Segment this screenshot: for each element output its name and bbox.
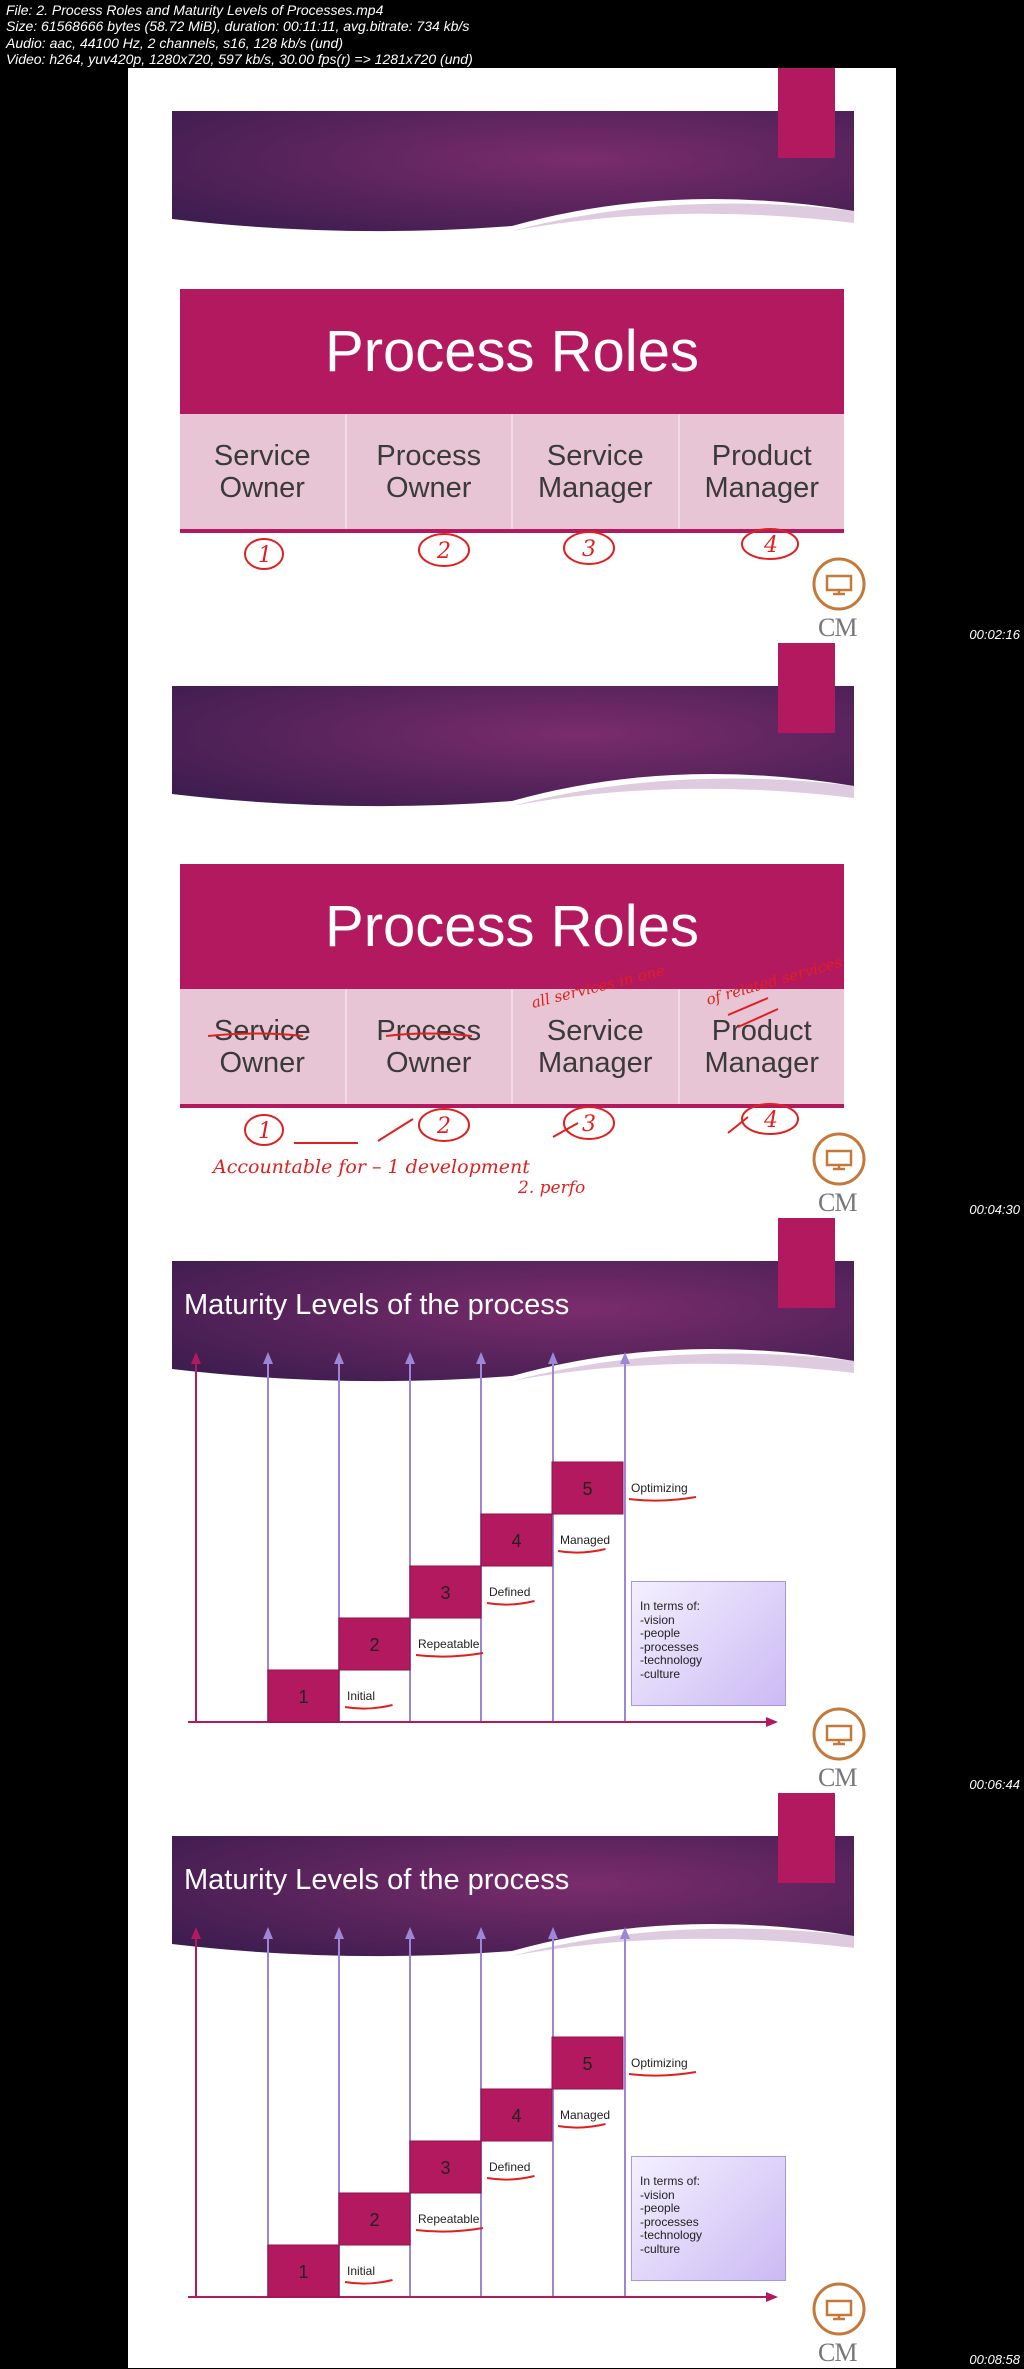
timestamp-1: 00:02:16 [969, 627, 1020, 642]
step-label-initial: Initial [347, 2264, 375, 2278]
slide-title: Process Roles [180, 864, 844, 989]
accent-tab [778, 643, 835, 733]
cm-logo-icon [812, 1132, 866, 1186]
thumbnail-frame-3: Maturity Levels of the process 1 Initial 2… [128, 1218, 896, 1793]
slide-banner [172, 686, 854, 814]
thumbnail-frame-4: Maturity Levels of the process 1 Initial 2… [128, 1793, 896, 2368]
step-number: 2 [369, 2210, 379, 2230]
timestamp-4: 00:08:58 [969, 2352, 1020, 2367]
terms-box: In terms of:-vision-people-processes-tec… [631, 1581, 786, 1706]
svg-text:2: 2 [436, 1114, 451, 1139]
step-label-defined: Defined [489, 2160, 530, 2174]
step-number: 5 [582, 1479, 592, 1499]
step-label-optimizing: Optimizing [631, 2056, 688, 2070]
step-label-defined: Defined [489, 1585, 530, 1599]
accent-tab [778, 1793, 835, 1883]
step-number: 3 [440, 1583, 450, 1603]
audio-info: Audio: aac, 44100 Hz, 2 channels, s16, 1… [6, 34, 343, 51]
svg-text:2: 2 [436, 539, 451, 564]
step-label-initial: Initial [347, 1689, 375, 1703]
step-5 [551, 2036, 624, 2090]
ink-underline [557, 2123, 606, 2129]
step-number: 5 [582, 2054, 592, 2074]
maturity-staircase-diagram: 1 Initial 2 Repeatable 3 Defined 4 Managed 5 Opti… [188, 1352, 778, 1727]
step-label-repeatable: Repeatable [418, 1637, 480, 1651]
handwriting-line-2: 2. perfo [517, 1178, 585, 1198]
brand-mark: CM [818, 1188, 857, 1217]
svg-text:4: 4 [763, 533, 778, 558]
svg-text:1: 1 [258, 1119, 272, 1144]
svg-text:1: 1 [258, 543, 272, 568]
step-3 [409, 1565, 482, 1619]
slide-banner: Maturity Levels of the process [172, 1836, 854, 1964]
step-number: 1 [298, 1687, 308, 1707]
brand-mark: CM [818, 1763, 857, 1792]
svg-text:3: 3 [582, 537, 596, 562]
file-info: File: 2. Process Roles and Maturity Leve… [6, 2, 384, 18]
step-2 [338, 1617, 411, 1671]
step-label-optimizing: Optimizing [631, 1481, 688, 1495]
svg-text:4: 4 [763, 1108, 778, 1133]
brand-mark: CM [818, 2338, 857, 2367]
cm-logo-icon [812, 2282, 866, 2336]
ink-underline [486, 1600, 535, 1606]
svg-text:3: 3 [582, 1112, 596, 1137]
timestamp-3: 00:06:44 [969, 1777, 1020, 1792]
step-label-repeatable: Repeatable [418, 2212, 480, 2226]
video-info: Video: h264, yuv420p, 1280x720, 597 kb/s… [6, 51, 473, 68]
accent-tab [778, 68, 835, 158]
ink-underline [344, 1704, 393, 1710]
step-number: 1 [298, 2262, 308, 2282]
step-4 [480, 1513, 553, 1567]
handwriting-line-1: Accountable for – 1 development [211, 1156, 530, 1178]
step-1 [267, 1669, 340, 1723]
step-3 [409, 2140, 482, 2194]
step-number: 2 [369, 1635, 379, 1655]
step-label-managed: Managed [560, 2108, 610, 2122]
step-5 [551, 1461, 624, 1515]
video-info-header: File: 2. Process Roles and Maturity Leve… [6, 2, 473, 68]
timestamp-2: 00:04:30 [969, 1202, 1020, 1217]
slide-title: Maturity Levels of the process [184, 1864, 570, 1896]
brand-mark: CM [818, 613, 857, 642]
ink-underline [344, 2279, 393, 2285]
step-number: 4 [511, 1531, 521, 1551]
step-number: 3 [440, 2158, 450, 2178]
step-4 [480, 2088, 553, 2142]
maturity-staircase-diagram: 1 Initial 2 Repeatable 3 Defined 4 Managed 5 Opti… [188, 1927, 778, 2302]
ink-underline [415, 2227, 484, 2233]
ink-underline [557, 1548, 606, 1554]
slide-banner [172, 111, 854, 239]
accent-tab [778, 1218, 835, 1308]
terms-box: In terms of:-vision-people-processes-tec… [631, 2156, 786, 2281]
step-number: 4 [511, 2106, 521, 2126]
slide-title: Maturity Levels of the process [184, 1289, 570, 1321]
ink-underline [486, 2175, 535, 2181]
ink-underline [628, 1496, 697, 1502]
slide-title: Process Roles [180, 289, 844, 414]
ink-underline [415, 1652, 484, 1658]
step-2 [338, 2192, 411, 2246]
size-info: Size: 61568666 bytes (58.72 MiB), durati… [6, 18, 470, 35]
ink-underline [628, 2071, 697, 2077]
cm-logo-icon [812, 1707, 866, 1761]
slide-banner: Maturity Levels of the process [172, 1261, 854, 1389]
step-1 [267, 2244, 340, 2298]
step-label-managed: Managed [560, 1533, 610, 1547]
cm-logo-icon [812, 557, 866, 611]
